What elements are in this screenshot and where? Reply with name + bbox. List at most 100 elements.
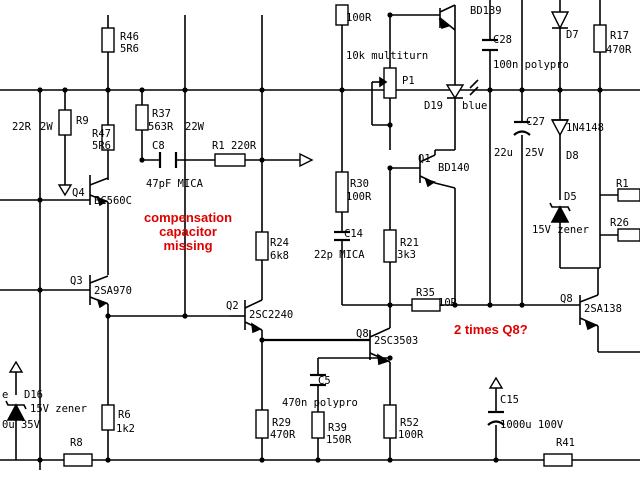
r8-ref: R8 — [70, 437, 83, 449]
r46-ref: R46 — [120, 31, 139, 43]
r47-ref: R47 — [92, 128, 111, 140]
r35-value: 10R — [438, 297, 458, 309]
c5-ref: C5 — [318, 375, 331, 387]
r1x-body — [617, 188, 640, 202]
transistor-marks — [96, 4, 599, 366]
c15-value: 1000u 100V — [500, 419, 564, 431]
two-times-q8-note: 2 times Q8? — [454, 322, 528, 337]
c14-value: 22p MICA — [314, 249, 365, 261]
r9-ref: R9 — [76, 115, 89, 127]
r52-ref: R52 — [400, 417, 419, 429]
r46-value: 5R6 — [120, 43, 139, 55]
r24-value: 6k8 — [270, 250, 289, 262]
r52-value: 100R — [398, 429, 424, 441]
r37-extra: 22W — [185, 121, 205, 133]
d16-label-frag: e — [2, 389, 8, 401]
r30-value: 100R — [346, 191, 372, 203]
q4-ref: Q4 — [72, 187, 85, 199]
r41-ref: R41 — [556, 437, 575, 449]
r52-body — [383, 404, 397, 439]
q4-type: BC560C — [94, 195, 132, 207]
compensation-note-line-3: missing — [163, 238, 212, 253]
r17-ref: R17 — [610, 30, 629, 42]
c14-ref: C14 — [344, 228, 363, 240]
c27-value: 22u — [494, 147, 513, 159]
r29-body — [255, 409, 269, 439]
r26-ref: R26 — [610, 217, 629, 229]
r37-ref: R37 — [152, 108, 171, 120]
capacitors — [158, 38, 531, 426]
r24-ref: R24 — [270, 237, 289, 249]
r9-left-power: 2W — [40, 121, 53, 133]
r9-body — [58, 109, 72, 136]
q8a-ref: Q8 — [356, 328, 369, 340]
c15-ref: C15 — [500, 394, 519, 406]
q1-type: BD140 — [438, 162, 470, 174]
r35-ref: R35 — [416, 287, 435, 299]
r1-body — [214, 153, 246, 167]
r47-value: 5R6 — [92, 140, 111, 152]
d16-cap-frag: 0u 35V — [2, 419, 41, 431]
q8b-ref: Q8 — [560, 293, 573, 305]
r100top-value: 100R — [346, 12, 372, 24]
bd139-type: BD139 — [470, 5, 502, 17]
r29-value: 470R — [270, 429, 296, 441]
r26-body — [617, 228, 640, 242]
c8-ref: C8 — [152, 140, 165, 152]
r37-value: 563R — [148, 121, 174, 133]
r1x-ref: R1 — [616, 178, 629, 190]
r39-body — [311, 411, 325, 439]
d8-type: 1N4148 — [566, 122, 604, 134]
q2-ref: Q2 — [226, 300, 239, 312]
r30-body — [335, 171, 349, 213]
d19-ref: D19 — [424, 100, 443, 112]
q3-type: 2SA970 — [94, 285, 132, 297]
q8a-type: 2SC3503 — [374, 335, 418, 347]
r35-body — [411, 298, 441, 312]
r9-left-value: 22R — [12, 121, 32, 133]
q3-ref: Q3 — [70, 275, 83, 287]
r46-body — [101, 27, 115, 53]
r6-ref: R6 — [118, 409, 131, 421]
r21-ref: R21 — [400, 237, 419, 249]
q1-ref: Q1 — [418, 153, 431, 165]
r21-value: 3k3 — [397, 249, 416, 261]
labels: R46 5R6 R37 563R 22W R9 22R 2W R47 5R6 C… — [2, 5, 632, 449]
c5-value: 470n polypro — [282, 397, 358, 409]
c27-ref: C27 — [526, 116, 545, 128]
c28-ref: C28 — [493, 34, 512, 46]
resistors — [58, 4, 640, 467]
r17-value: 470R — [606, 44, 632, 56]
d16-value: 15V zener — [30, 403, 87, 415]
r100top-body — [335, 4, 349, 26]
d7-ref: D7 — [566, 29, 579, 41]
r17-body — [593, 24, 607, 53]
d5-ref: D5 — [564, 191, 577, 203]
compensation-note-line-2: capacitor — [159, 224, 217, 239]
r24-body — [255, 231, 269, 261]
r39-ref: R39 — [328, 422, 347, 434]
p1-ref: P1 — [402, 75, 415, 87]
r30-ref: R30 — [350, 178, 369, 190]
r1-ref: R1 220R — [212, 140, 257, 152]
r8-body — [63, 453, 93, 467]
junction-dots — [37, 12, 603, 463]
d19-color: blue — [462, 100, 487, 112]
r39-value: 150R — [326, 434, 352, 446]
compensation-note-line-1: compensation — [144, 210, 232, 225]
q2-type: 2SC2240 — [249, 309, 293, 321]
c8-value: 47pF MICA — [146, 178, 204, 190]
d5-value: 15V zener — [532, 224, 589, 236]
r41-body — [543, 453, 573, 467]
q8b-type: 2SA138 — [584, 303, 622, 315]
c27-voltage: 25V — [525, 147, 545, 159]
p1-label: 10k multiturn — [346, 50, 428, 62]
r29-ref: R29 — [272, 417, 291, 429]
d16-ref: D16 — [24, 389, 43, 401]
d8-ref: D8 — [566, 150, 579, 162]
diodes — [5, 11, 571, 421]
r37-body — [135, 104, 149, 131]
annotations: compensation capacitor missing 2 times Q… — [144, 210, 528, 337]
r6-value: 1k2 — [116, 423, 135, 435]
